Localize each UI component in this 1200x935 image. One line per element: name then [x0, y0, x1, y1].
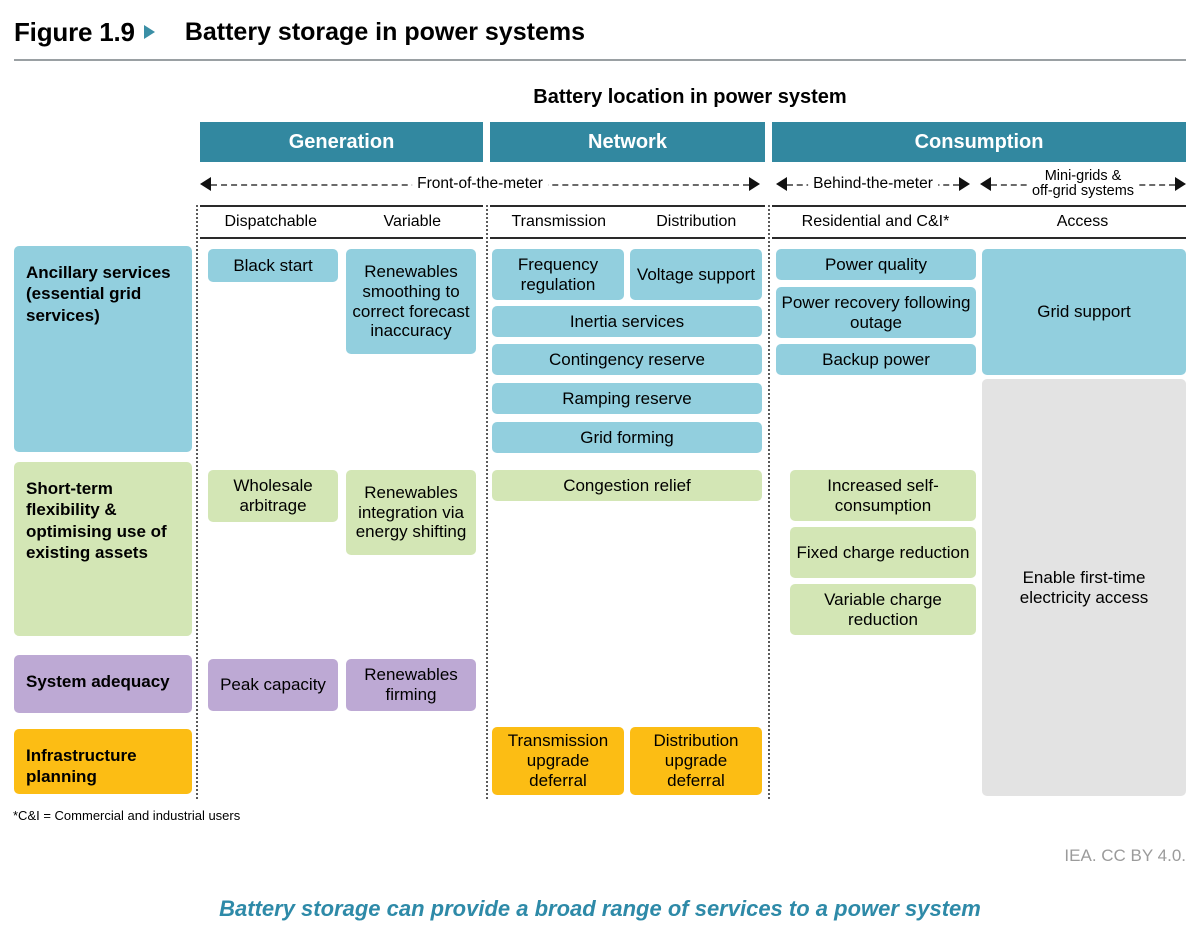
- subheader-transmission: Transmission: [511, 213, 607, 230]
- cell-network-transmission-upgrade-deferral: Transmission upgrade deferral: [492, 727, 624, 795]
- footnote: *C&I = Commercial and industrial users: [13, 808, 241, 823]
- subheader-variable: Variable: [383, 213, 441, 230]
- chart-title: Battery location in power system: [533, 86, 847, 108]
- cell-network-grid-forming: Grid forming: [492, 422, 762, 453]
- arrow-label-behind: Behind-the-meter: [808, 175, 938, 193]
- subheader-access: Access: [1056, 213, 1109, 230]
- cell-generation-black-start: Black start: [208, 249, 338, 282]
- cell-residential-backup-power: Backup power: [776, 344, 976, 375]
- figure-caption: Battery storage can provide a broad rang…: [219, 896, 981, 921]
- subheader-residential: Residential and C&I*: [801, 213, 950, 230]
- row-label-system-adequacy: System adequacy: [14, 655, 192, 713]
- cell-network-frequency-regulation: Frequency regulation: [492, 249, 624, 300]
- arrow-label-front: Front-of-the-meter: [412, 175, 548, 193]
- figure-header: Figure 1.9 Battery storage in power syst…: [14, 8, 1186, 56]
- cell-generation-peak-capacity: Peak capacity: [208, 659, 338, 711]
- band-generation: Generation: [200, 122, 483, 162]
- cell-residential-variable-charge-reduction: Variable charge reduction: [790, 584, 976, 635]
- arrow-mini-grids: Mini-grids & off-grid systems: [980, 167, 1186, 200]
- cell-network-ramping-reserve: Ramping reserve: [492, 383, 762, 414]
- cell-access-enable-first-time-electricity-access: Enable first-time electricity access: [982, 379, 1186, 796]
- cell-residential-power-quality: Power quality: [776, 249, 976, 280]
- cell-residential-power-recovery: Power recovery following outage: [776, 287, 976, 338]
- cell-network-contingency-reserve: Contingency reserve: [492, 344, 762, 375]
- cell-network-distribution-upgrade-deferral: Distribution upgrade deferral: [630, 727, 762, 795]
- cell-residential-increased-self-consumption: Increased self-consumption: [790, 470, 976, 521]
- row-label-infrastructure-planning: Infrastructure planning: [14, 729, 192, 794]
- arrow-behind-the-meter: Behind-the-meter: [776, 170, 970, 198]
- arrow-label-minigrids-line2: off-grid systems: [1031, 183, 1135, 199]
- cell-network-congestion-relief: Congestion relief: [492, 470, 762, 501]
- subheader-network: Transmission Distribution: [490, 205, 765, 239]
- band-network: Network: [490, 122, 765, 162]
- subheader-generation: Dispatchable Variable: [200, 205, 483, 239]
- subheader-distribution: Distribution: [656, 213, 737, 230]
- arrow-front-of-the-meter: Front-of-the-meter: [200, 170, 760, 198]
- cell-generation-renewables-integration: Renewables integration via energy shifti…: [346, 470, 476, 555]
- header-divider: [14, 59, 1186, 61]
- cell-generation-renewables-firming: Renewables firming: [346, 659, 476, 711]
- play-triangle-icon: [143, 25, 155, 39]
- band-consumption: Consumption: [772, 122, 1186, 162]
- cell-access-grid-support: Grid support: [982, 249, 1186, 375]
- cell-generation-wholesale-arbitrage: Wholesale arbitrage: [208, 470, 338, 522]
- subheader-dispatchable: Dispatchable: [224, 213, 318, 230]
- cell-network-voltage-support: Voltage support: [630, 249, 762, 300]
- cell-generation-renewables-smoothing: Renewables smoothing to correct forecast…: [346, 249, 476, 354]
- arrow-label-minigrids-line1: Mini-grids &: [1044, 167, 1122, 184]
- separator-generation-network: [486, 205, 488, 799]
- iea-credit: IEA. CC BY 4.0.: [1064, 846, 1186, 865]
- cell-residential-fixed-charge-reduction: Fixed charge reduction: [790, 527, 976, 578]
- figure-number: Figure 1.9: [14, 16, 135, 47]
- separator-network-consumption: [768, 205, 770, 799]
- row-label-short-term: Short-term flexibility & optimising use …: [14, 462, 192, 636]
- figure-title: Battery storage in power systems: [184, 17, 585, 46]
- cell-network-inertia-services: Inertia services: [492, 306, 762, 337]
- subheader-consumption: Residential and C&I* Access: [772, 205, 1186, 239]
- separator-left-labels: [196, 205, 198, 799]
- row-label-ancillary: Ancillary services (essential grid servi…: [14, 246, 192, 452]
